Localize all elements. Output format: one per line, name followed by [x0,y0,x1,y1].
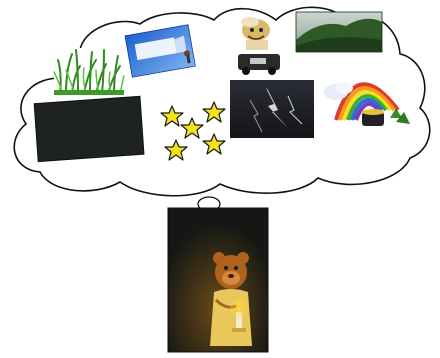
rainbow-picture [324,82,410,126]
sky-banner-picture [124,24,196,78]
dark-photo-picture [33,95,145,163]
lightning-picture [230,80,314,138]
stars-picture [160,101,226,161]
grass-picture [53,48,125,95]
bear-with-candle-picture [167,207,269,353]
hill-landscape-picture [295,11,383,53]
cartoon-character-picture [238,17,280,75]
